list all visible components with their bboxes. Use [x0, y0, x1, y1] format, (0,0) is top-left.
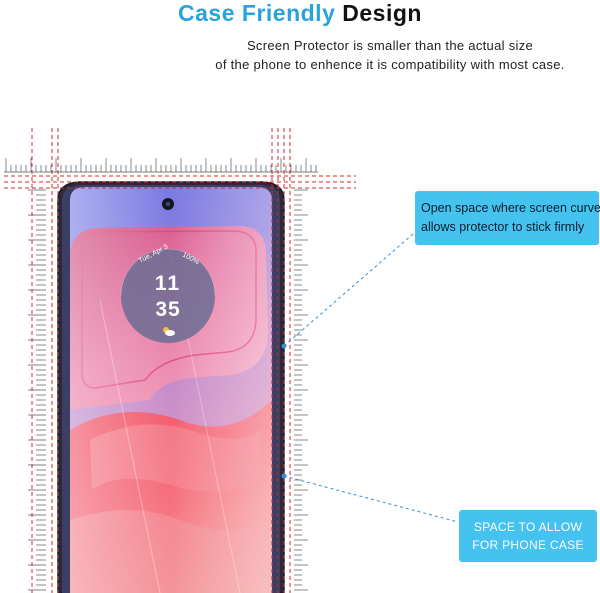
leader-point-case [281, 473, 287, 479]
subtitle-line-2: of the phone to enhence it is compatibil… [215, 57, 565, 72]
curve-callout-line-1: Open space where screen curves [421, 201, 600, 215]
weather-icon [163, 327, 175, 336]
front-camera [162, 198, 174, 210]
title-accent-text: Case Friendly [178, 0, 336, 26]
page-title: Case Friendly Design [0, 0, 600, 26]
case-callout-line-1: SPACE TO ALLOW [473, 520, 583, 534]
clock-hour: 11 [155, 272, 181, 295]
phone-screen [70, 187, 272, 593]
clock-minute: 35 [155, 298, 180, 321]
curve-callout-line-2: allows protector to stick firmly [421, 220, 585, 234]
guide-lines [4, 128, 356, 593]
leader-point-curve [281, 343, 287, 349]
callout-leaders [283, 233, 459, 523]
subtitle: Screen Protector is smaller than the act… [190, 36, 590, 74]
left-ruler [28, 138, 48, 593]
case-callout-line-2: FOR PHONE CASE [472, 538, 584, 552]
clock-widget: Tue, Apr 3 100% 11 35 [120, 243, 216, 343]
case-callout: SPACE TO ALLOW FOR PHONE CASE [459, 510, 597, 562]
curve-callout: Open space where screen curves allows pr… [415, 191, 600, 245]
subtitle-line-1: Screen Protector is smaller than the act… [246, 38, 534, 53]
title-main-text: Design [342, 0, 422, 26]
right-ruler [294, 138, 310, 593]
top-ruler [4, 158, 318, 173]
